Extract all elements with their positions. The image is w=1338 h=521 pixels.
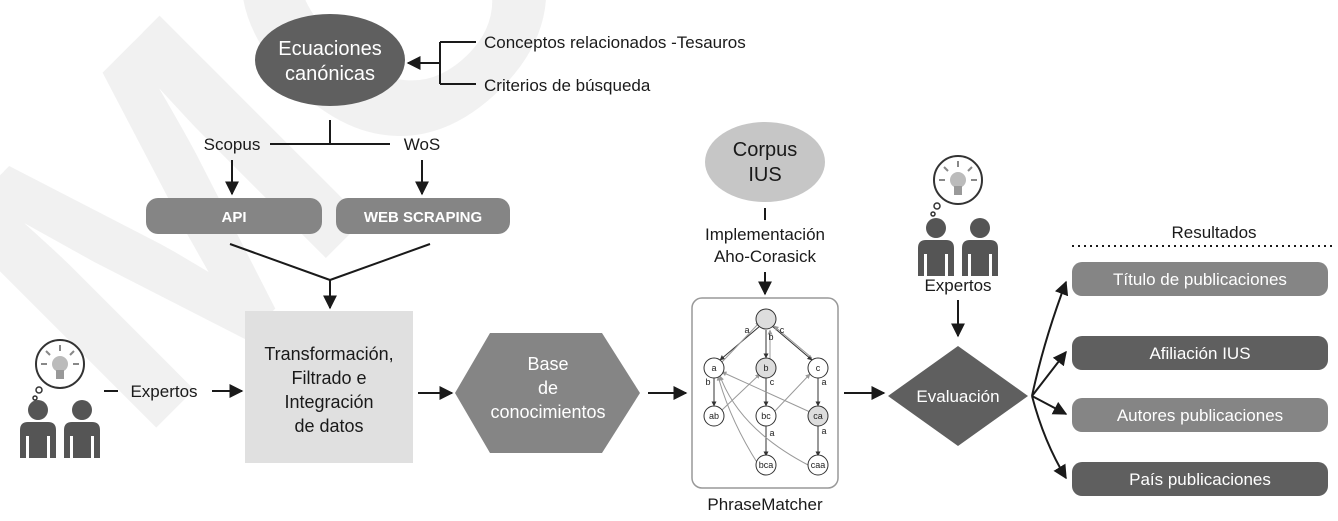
edge-label-b: b — [768, 332, 773, 342]
automaton-nodes — [703, 308, 829, 476]
transform-line1: Transformación, — [264, 344, 393, 364]
results-fanout — [1031, 280, 1069, 480]
wos-label: WoS — [404, 135, 441, 154]
node-a: a — [711, 363, 716, 373]
input-search-criteria: Criterios de búsqueda — [484, 76, 651, 95]
node-caa: caa — [811, 460, 826, 470]
kb-line3: conocimientos — [490, 402, 605, 422]
result-item-country: País publicaciones — [1072, 462, 1328, 496]
experts-right-group — [918, 155, 998, 276]
source-split — [270, 120, 390, 145]
inputs-bracket — [406, 41, 476, 85]
corpus-line1: Corpus — [733, 139, 797, 161]
transform-line3: Integración — [284, 392, 373, 412]
node-bca: bca — [759, 460, 774, 470]
node-b: b — [763, 363, 768, 373]
result-item-country-label: País publicaciones — [1129, 470, 1271, 489]
node-c: c — [816, 363, 821, 373]
automaton-node-labels: a b c ab bc ca bca caa — [709, 363, 825, 470]
corpus-line2: IUS — [748, 164, 781, 186]
node-ca: ca — [813, 411, 823, 421]
scopus-label: Scopus — [204, 135, 261, 154]
result-item-affiliation: Afiliación IUS — [1072, 336, 1328, 370]
canonical-line1: Ecuaciones — [278, 38, 381, 60]
phrasematcher-box: a b c ab bc ca bca caa a b c b c a a a — [691, 297, 839, 489]
experts-icon-right — [918, 218, 998, 276]
web-scraping-box: WEB SCRAPING — [336, 198, 510, 234]
edge-label-b2: b — [705, 377, 710, 387]
edge-label-a: a — [744, 325, 749, 335]
experts-icon-left — [20, 400, 100, 458]
merge-arrow — [229, 243, 431, 310]
api-label: API — [221, 209, 246, 226]
experts-right-label: Expertos — [924, 276, 991, 295]
edge-label-a4: a — [821, 426, 826, 436]
result-item-title-label: Título de publicaciones — [1113, 270, 1287, 289]
edge-label-a2: a — [821, 377, 826, 387]
idea-bulb-icon-left — [32, 339, 85, 401]
phrasematcher-label: PhraseMatcher — [707, 495, 823, 514]
automaton-edge-labels: a b c b c a a a — [705, 325, 826, 438]
edge-label-c2: c — [770, 377, 775, 387]
api-box: API — [146, 198, 322, 234]
kb-line1: Base — [527, 354, 568, 374]
evaluation-label: Evaluación — [916, 387, 999, 406]
node-ab: ab — [709, 411, 719, 421]
implementation-line2: Aho-Corasick — [714, 247, 817, 266]
idea-bulb-icon-right — [930, 155, 983, 217]
experts-left-label: Expertos — [130, 382, 197, 401]
implementation-line1: Implementación — [705, 225, 825, 244]
evaluation-diamond: Evaluación — [888, 346, 1028, 446]
result-item-authors: Autores publicaciones — [1072, 398, 1328, 432]
result-item-authors-label: Autores publicaciones — [1117, 406, 1283, 425]
kb-line2: de — [538, 378, 558, 398]
input-thesaurus: Conceptos relacionados -Tesauros — [484, 33, 746, 52]
node-bc: bc — [761, 411, 771, 421]
canonical-equations-node: Ecuaciones canónicas — [255, 14, 405, 106]
result-item-affiliation-label: Afiliación IUS — [1149, 344, 1250, 363]
edge-label-a3: a — [769, 428, 774, 438]
transform-box: Transformación, Filtrado e Integración d… — [245, 311, 413, 463]
result-item-title: Título de publicaciones — [1072, 262, 1328, 296]
transform-line2: Filtrado e — [291, 368, 366, 388]
results-title: Resultados — [1171, 223, 1256, 242]
transform-line4: de datos — [294, 416, 363, 436]
web-scraping-label: WEB SCRAPING — [364, 209, 482, 226]
canonical-line2: canónicas — [285, 63, 375, 85]
corpus-node: Corpus IUS — [705, 122, 825, 202]
knowledge-base-hexagon: Base de conocimientos — [455, 333, 640, 453]
automaton-failure-links — [716, 321, 813, 467]
edge-label-c: c — [780, 325, 785, 335]
